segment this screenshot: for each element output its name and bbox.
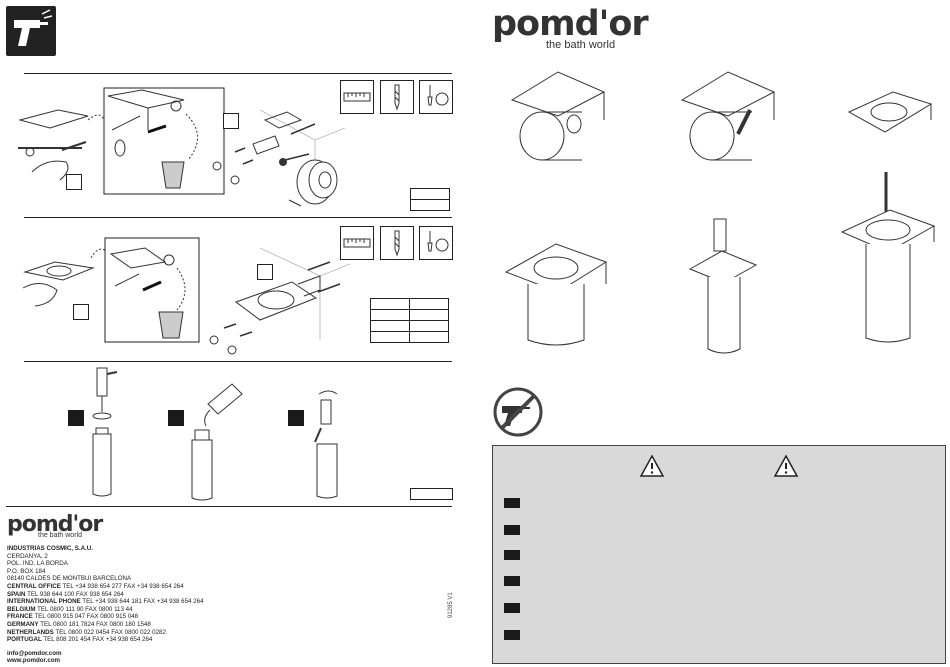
office-label: BELGIUM bbox=[7, 605, 36, 613]
header-tagline: the bath world bbox=[546, 39, 616, 51]
language-marker bbox=[504, 550, 520, 560]
office-line: BELGIUM TEL 0800 111 90 FAX 0800 113 44 bbox=[7, 606, 237, 614]
dispenser-refill-illustration bbox=[191, 383, 243, 501]
divider-1 bbox=[24, 217, 452, 218]
step-marker bbox=[257, 264, 273, 280]
dispenser-pump-refit-illustration bbox=[314, 390, 338, 499]
product-soap-dispenser bbox=[688, 218, 758, 354]
glass-holder-removal-illustration bbox=[22, 237, 200, 343]
website-link[interactable]: www.pomdor.com bbox=[7, 657, 61, 665]
office-numbers: TEL +34 938 654 277 FAX +34 938 654 264 bbox=[62, 582, 184, 590]
contact-block: INDUSTRIAS COSMIC, S.A.U. CERDANYA, 2 PO… bbox=[7, 545, 237, 665]
office-line: NETHERLANDS TEL 0800 022 0454 FAX 0800 0… bbox=[7, 629, 237, 637]
ruler-icon bbox=[340, 80, 374, 114]
office-numbers: TEL 938 644 100 FAX 938 654 264 bbox=[27, 590, 124, 598]
product-toilet-brush-holder bbox=[840, 172, 936, 343]
office-numbers: TEL 0800 915 047 FAX 0800 915 048 bbox=[34, 613, 139, 621]
warning-triangle-icon bbox=[639, 454, 665, 477]
header-logo: pomd'or bbox=[492, 4, 649, 44]
language-marker bbox=[504, 498, 520, 508]
office-label: INTERNATIONAL PHONE bbox=[7, 598, 81, 606]
office-numbers: TEL 0800 181 7824 FAX 0800 180 1548 bbox=[40, 620, 151, 628]
email-link[interactable]: info@pomdor.com bbox=[7, 649, 62, 657]
office-numbers: TEL +34 938 644 181 FAX +34 938 654 264 bbox=[82, 598, 204, 606]
dimension-table bbox=[370, 298, 449, 343]
office-numbers: TEL 0800 111 90 FAX 0800 113 44 bbox=[37, 605, 133, 613]
step-marker bbox=[288, 410, 304, 426]
language-marker bbox=[504, 603, 520, 613]
office-line: FRANCE TEL 0800 915 047 FAX 0800 915 048 bbox=[7, 613, 237, 621]
warning-triangle-icon bbox=[773, 454, 799, 477]
company-name: INDUSTRIAS COSMIC, S.A.U. bbox=[7, 545, 93, 552]
office-line: CENTRAL OFFICE TEL +34 938 654 277 FAX +… bbox=[7, 583, 237, 591]
office-numbers: TEL 0800 022 0454 FAX 0800 022 0282 bbox=[55, 628, 166, 636]
warnings-panel bbox=[492, 445, 946, 664]
footer-logo: pomd'or bbox=[7, 512, 103, 537]
drill-bit-icon bbox=[380, 80, 414, 114]
office-label: GERMANY bbox=[7, 620, 39, 628]
language-marker bbox=[504, 576, 520, 586]
address-line: POL. IND. LA BORDA bbox=[7, 560, 68, 568]
address-line: CERDANYA, 2 bbox=[7, 552, 48, 560]
office-line: SPAIN TEL 938 644 100 FAX 938 654 264 bbox=[7, 591, 237, 599]
step-marker bbox=[223, 113, 239, 129]
divider-3 bbox=[6, 506, 452, 507]
step-marker bbox=[66, 174, 82, 190]
divider-2 bbox=[24, 361, 452, 362]
product-roll-holder-lever bbox=[680, 71, 776, 161]
step-marker bbox=[68, 410, 84, 426]
office-line: PORTUGAL TEL 808 201 454 FAX +34 938 654… bbox=[7, 636, 237, 644]
language-marker bbox=[504, 525, 520, 535]
office-label: FRANCE bbox=[7, 613, 33, 621]
office-label: NETHERLANDS bbox=[7, 628, 54, 636]
divider-top bbox=[24, 73, 452, 74]
capacity-label-box bbox=[410, 488, 453, 500]
drill-icon bbox=[6, 6, 56, 56]
roll-holder-wall-mounting-illustration bbox=[212, 109, 346, 207]
step-marker bbox=[73, 304, 89, 320]
address-line: P.O. BOX 184 bbox=[7, 567, 46, 575]
document-code: 91285 V1 bbox=[448, 592, 454, 618]
office-line: INTERNATIONAL PHONE TEL +34 938 644 181 … bbox=[7, 598, 237, 606]
office-label: CENTRAL OFFICE bbox=[7, 582, 61, 590]
screwdriver-icon bbox=[419, 226, 453, 260]
glass-holder-wall-mounting-illustration bbox=[209, 247, 351, 355]
step-marker bbox=[168, 410, 184, 426]
screwdriver-icon bbox=[419, 80, 453, 114]
office-line: GERMANY TEL 0800 181 7824 FAX 0800 180 1… bbox=[7, 621, 237, 629]
product-glass-holder bbox=[504, 243, 608, 346]
footer-tagline: the bath world bbox=[38, 532, 82, 539]
address-line: 08140 CALDES DE MONTBUI BARCELONA bbox=[7, 575, 132, 583]
roll-holder-removal-illustration bbox=[18, 87, 225, 195]
dispenser-pump-removal-illustration bbox=[92, 367, 118, 497]
product-roll-holder-knob bbox=[510, 71, 606, 161]
ruler-icon bbox=[340, 226, 374, 260]
office-label: PORTUGAL bbox=[7, 636, 42, 644]
dimension-table bbox=[410, 188, 450, 211]
product-glass-ring-holder bbox=[847, 91, 933, 133]
drill-bit-icon bbox=[380, 226, 414, 260]
office-label: SPAIN bbox=[7, 590, 26, 598]
no-drill-icon bbox=[493, 387, 543, 437]
language-marker bbox=[504, 630, 520, 640]
office-numbers: TEL 808 201 454 FAX +34 938 654 264 bbox=[43, 636, 153, 644]
